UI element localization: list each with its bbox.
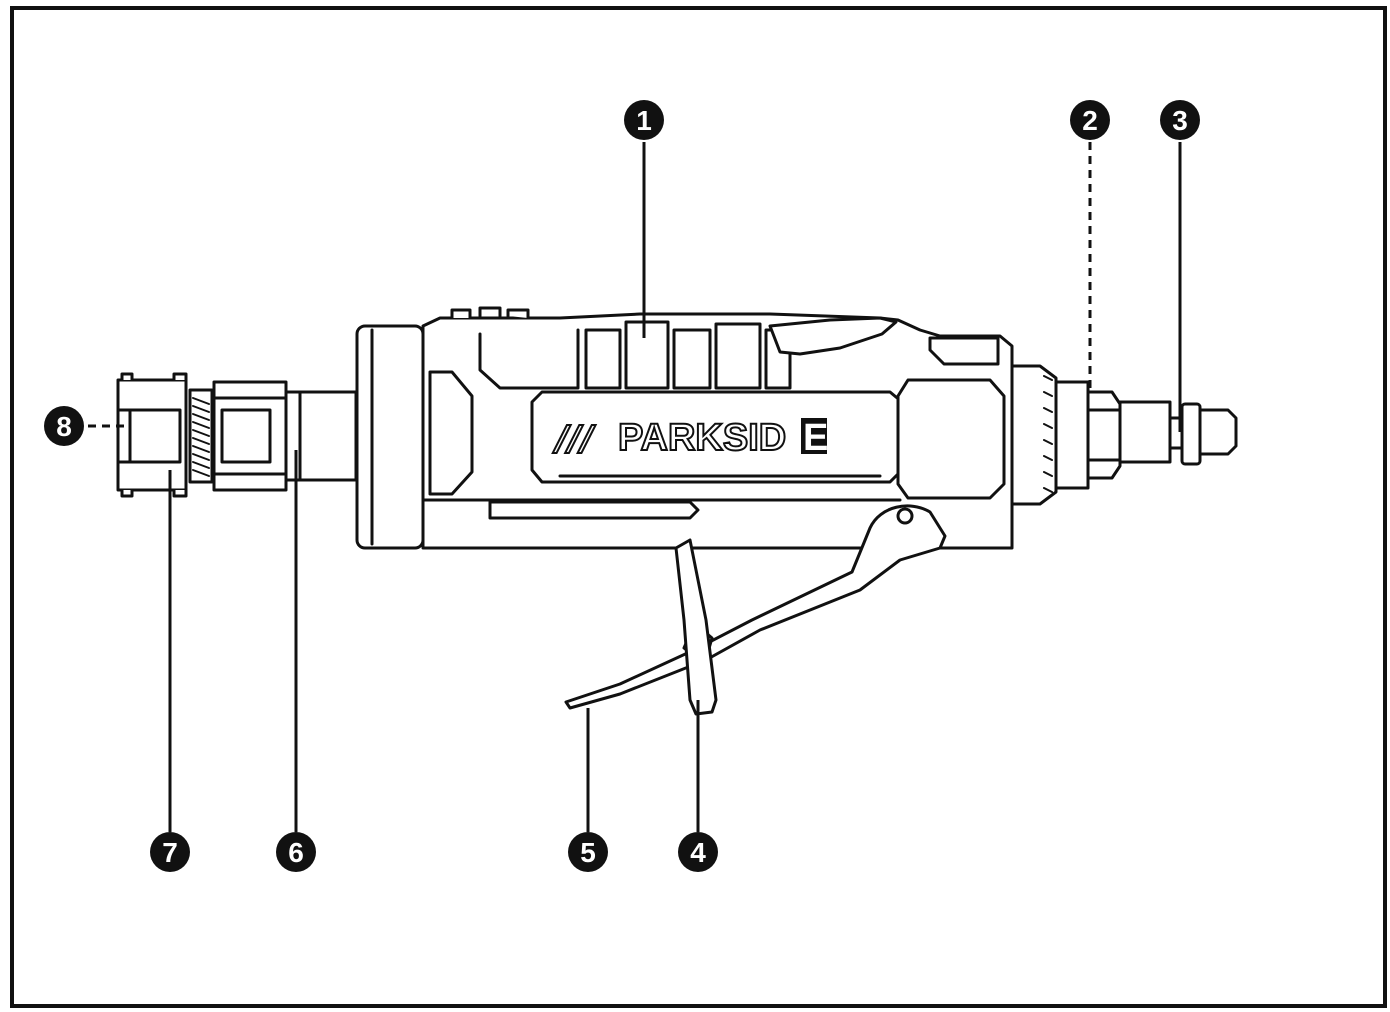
collet-nut [116, 372, 188, 498]
leader-lines [88, 142, 1182, 832]
callout-5: 5 [568, 832, 608, 872]
callout-7: 7 [150, 832, 190, 872]
brand-name-last: E [803, 417, 828, 459]
callout-6: 6 [276, 832, 316, 872]
housing [421, 306, 1014, 550]
spindle-nut [212, 380, 288, 492]
callout-2: 2 [1070, 100, 1110, 140]
callout-label: 5 [580, 837, 596, 868]
brand-slashes: /// [552, 419, 596, 459]
callout-label: 8 [56, 411, 72, 442]
brand-last-letter-box [801, 418, 827, 454]
air-inlet-connector [1118, 400, 1238, 466]
callout-label: 4 [690, 837, 706, 868]
callout-label: 7 [162, 837, 178, 868]
callout-label: 1 [636, 105, 652, 136]
callout-label: 6 [288, 837, 304, 868]
speed-control-dial [1010, 364, 1090, 506]
callout-1: 1 [624, 100, 664, 140]
brand-name-main: PARKSID [618, 417, 786, 459]
collet-thread [188, 388, 214, 484]
callout-label: 3 [1172, 105, 1188, 136]
front-collar [355, 324, 425, 550]
tool-drawing [116, 306, 1238, 716]
brand-logo: /// PARKSID E [551, 416, 828, 460]
callout-8: 8 [44, 406, 84, 446]
callout-label: 2 [1082, 105, 1098, 136]
diagram-frame [10, 6, 1387, 1008]
spindle-shaft [284, 390, 358, 482]
callout-4: 4 [678, 832, 718, 872]
hex-nut [1086, 390, 1122, 480]
callout-3: 3 [1160, 100, 1200, 140]
safety-lever [674, 538, 718, 716]
